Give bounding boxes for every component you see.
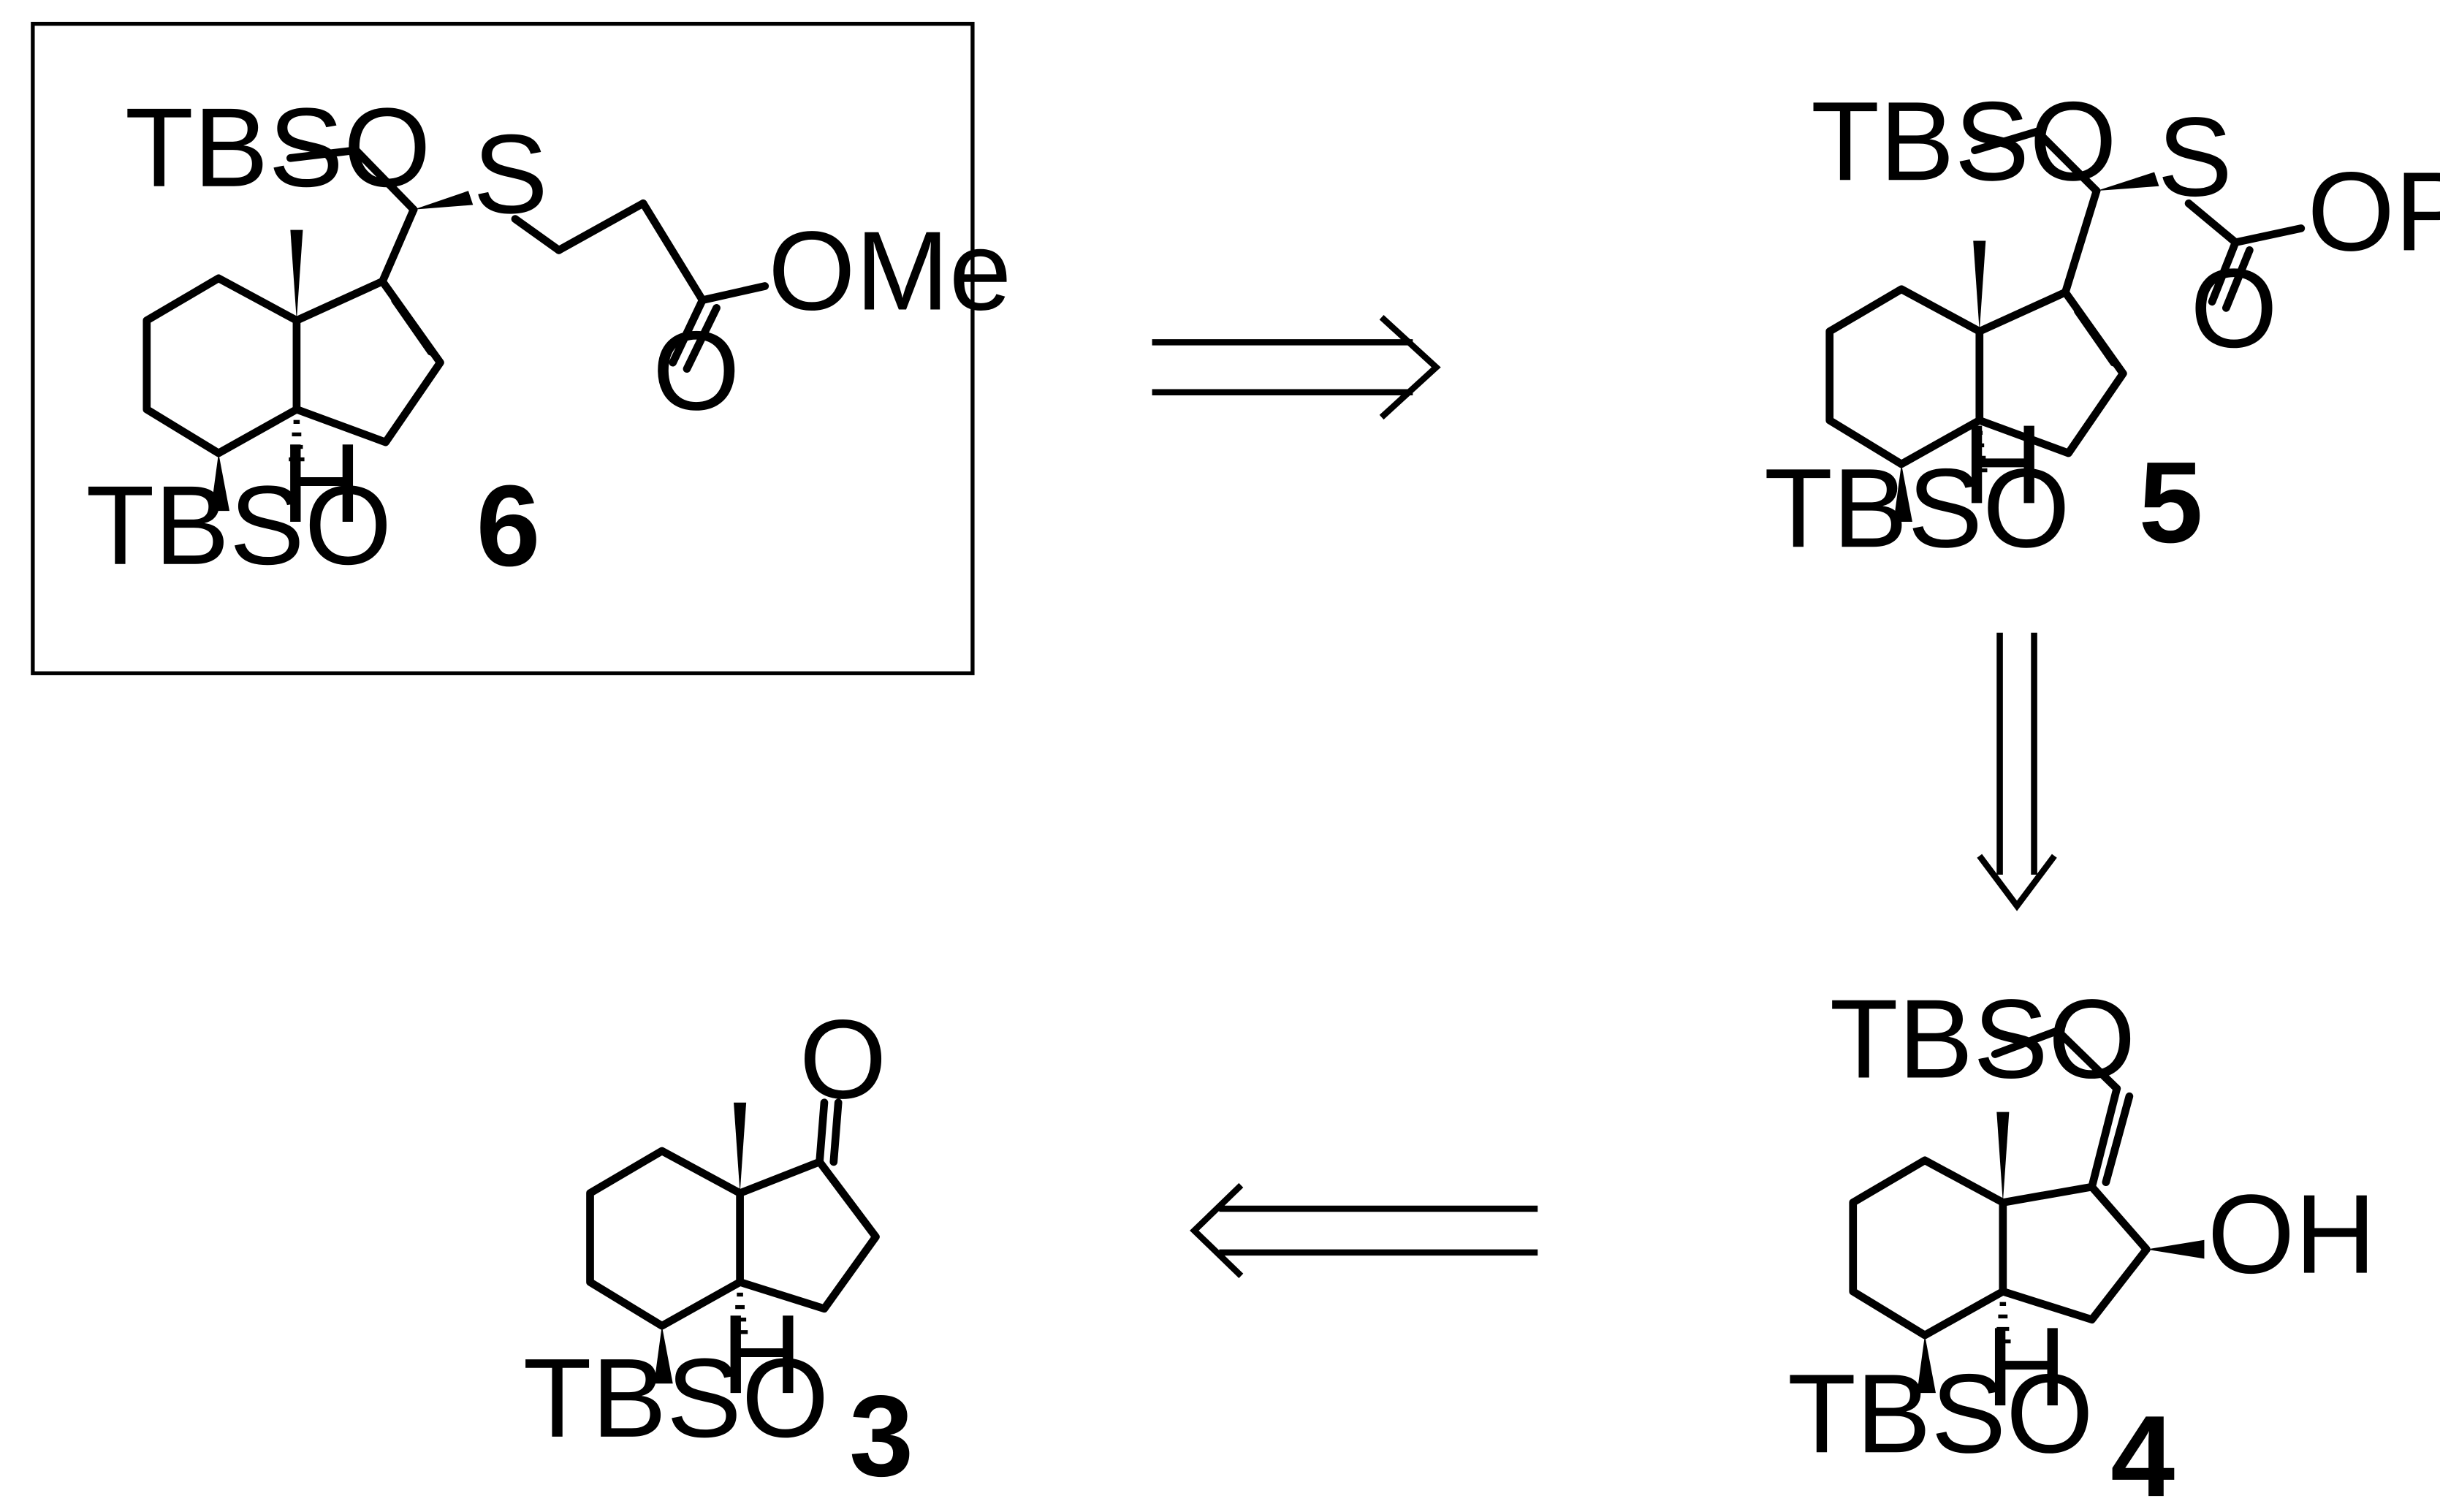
retro-arrow-5-to-4 <box>1977 632 2057 911</box>
c5-h-label: H <box>1962 401 2043 527</box>
c4-exo-alkene <box>2102 1092 2134 1187</box>
c6-five-ring <box>292 277 444 447</box>
c6-otbs-wedge <box>210 453 230 512</box>
c5-five-ring <box>1975 288 2127 457</box>
c6-h-hash <box>289 419 305 462</box>
c5-bond <box>2033 127 2101 195</box>
c4-oh-wedge <box>2146 1239 2205 1259</box>
c6-bond <box>555 199 647 254</box>
c4-methyl-wedge <box>1996 1112 2010 1203</box>
c6-tbso-bottom: TBSO <box>85 463 392 588</box>
c5-sulfur-wedge <box>2097 172 2159 191</box>
c3-six-ring <box>586 1147 744 1330</box>
c4-six-ring <box>1849 1156 2007 1340</box>
c6-tbso-top: TBSO <box>125 85 431 210</box>
c5-bond <box>1971 127 2042 154</box>
c5-bond <box>2061 186 2101 297</box>
c5-carbonyl-bond <box>2222 246 2254 312</box>
compound-6: TBSO S OMe O TBSO H 6 <box>85 85 1011 590</box>
c3-h-label: H <box>721 1291 802 1417</box>
c3-carbonyl-o-label: O <box>799 996 887 1122</box>
c3-h-hash <box>731 1292 748 1334</box>
c6-bond <box>351 146 418 214</box>
c6-h-label: H <box>281 420 362 546</box>
retro-arrow-6-to-5 <box>1152 315 1441 420</box>
compound-4-number: 4 <box>2110 1392 2175 1512</box>
c3-tbso-bottom: TBSO <box>523 1335 829 1461</box>
c6-sulfur-label: S <box>473 111 548 237</box>
c4-oh-label: OH <box>2208 1171 2376 1297</box>
c6-methyl-wedge <box>290 229 303 321</box>
c5-methyl-wedge <box>1973 240 1986 332</box>
c4-tbso-bottom: TBSO <box>1787 1350 2094 1476</box>
compound-4: TBSO OH TBSO H 4 <box>1787 976 2376 1512</box>
c4-bond <box>2053 1027 2121 1093</box>
c5-carbonyl-o-label: O <box>2190 246 2278 371</box>
c6-sulfur-wedge <box>414 191 474 210</box>
c4-otbs-wedge <box>1917 1335 1936 1394</box>
c4-tbso-top: TBSO <box>1830 976 2136 1102</box>
c5-carbonyl-bond <box>2208 238 2240 306</box>
c6-bond <box>639 199 707 305</box>
c6-carbonyl-bond <box>683 304 721 373</box>
c4-h-label: H <box>1985 1304 2067 1429</box>
c6-carbonyl-o-label: O <box>653 308 740 433</box>
c4-h-hash <box>1995 1302 2011 1344</box>
c5-h-hash <box>1972 430 1988 473</box>
compound-5: TBSO S OPh O TBSO H 5 <box>1764 78 2440 571</box>
c3-carbonyl-bond <box>816 1098 829 1166</box>
c5-ester-label: OPh <box>2307 148 2440 274</box>
c6-carbonyl-bond <box>669 296 707 367</box>
compound-6-number: 6 <box>476 462 541 590</box>
c6-bond <box>286 146 360 162</box>
c5-bond <box>2184 199 2240 247</box>
c4-five-ring <box>1999 1182 2151 1324</box>
c5-otbs-wedge <box>1893 464 1912 523</box>
compound-3: O TBSO H 3 <box>523 996 913 1500</box>
c6-ester-label: OMe <box>768 208 1011 334</box>
c6-bond <box>379 205 418 286</box>
c6-bond <box>698 282 769 305</box>
c4-bond <box>1991 1027 2061 1058</box>
c6-ring-double-bond <box>391 296 435 356</box>
c3-otbs-wedge <box>654 1326 673 1384</box>
c5-ring-double-bond <box>2074 307 2118 367</box>
c5-tbso-top: TBSO <box>1811 78 2117 204</box>
c6-bond <box>511 215 563 254</box>
c3-five-ring <box>736 1158 880 1313</box>
c5-bond <box>2231 224 2306 247</box>
c5-sulfur-label: S <box>2157 94 2232 220</box>
c5-tbso-bottom: TBSO <box>1764 445 2070 571</box>
compound-3-number: 3 <box>849 1372 913 1500</box>
highlight-box <box>31 21 975 675</box>
c3-carbonyl-bond <box>829 1098 843 1166</box>
c4-exo-alkene <box>2088 1084 2121 1191</box>
c6-six-ring <box>142 274 301 457</box>
c3-methyl-wedge <box>734 1102 747 1193</box>
c5-six-ring <box>1825 285 1984 468</box>
compound-5-number: 5 <box>2139 438 2203 567</box>
retro-arrow-4-to-3 <box>1190 1182 1538 1278</box>
